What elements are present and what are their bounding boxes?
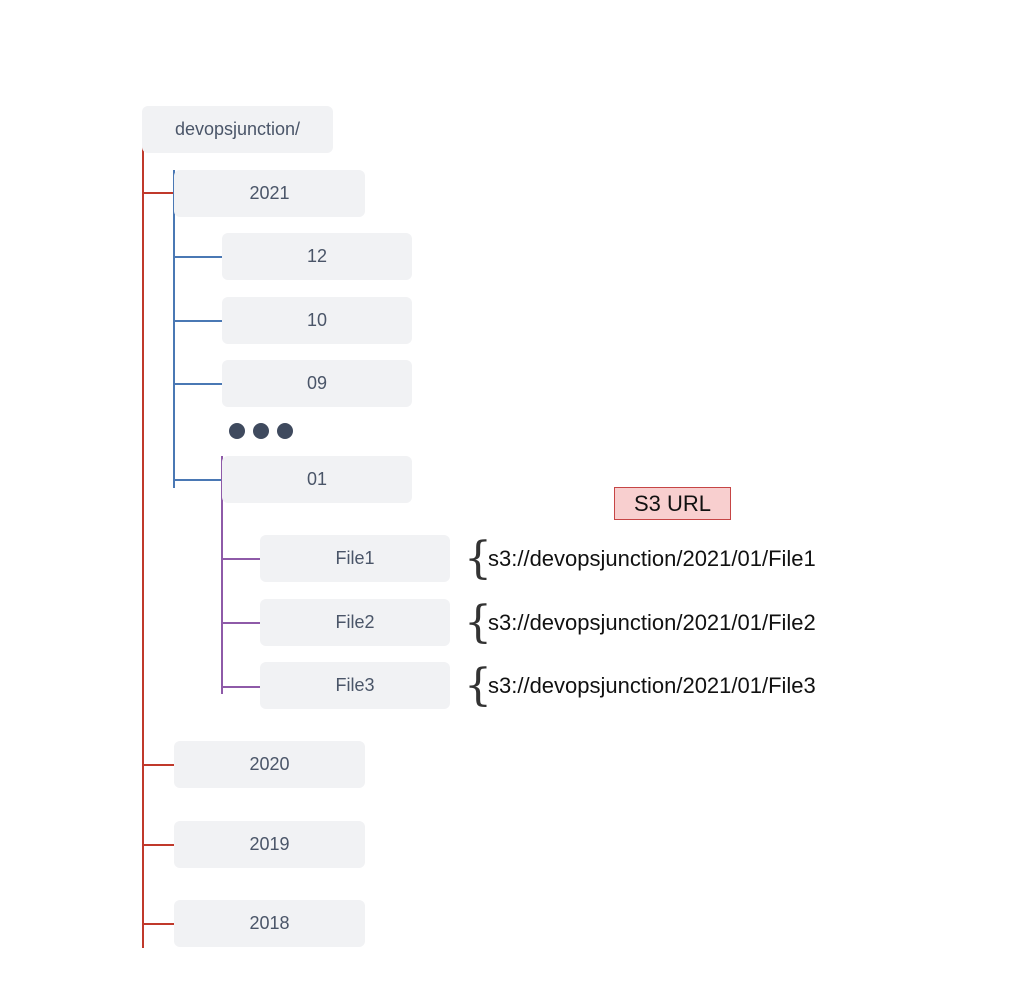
s3-url-2: s3://devopsjunction/2021/01/File2 xyxy=(488,610,816,635)
folder-label-2020: 2020 xyxy=(249,754,290,774)
ellipsis-dot xyxy=(253,423,269,439)
folder-label-2018: 2018 xyxy=(249,913,290,933)
connector-01 xyxy=(173,479,222,481)
file-node-3: File3 xyxy=(260,662,450,709)
brace-icon: { xyxy=(464,597,492,648)
connector-12 xyxy=(173,256,222,258)
s3-url-legend: S3 URL xyxy=(614,487,731,520)
file-label-1: File1 xyxy=(335,548,375,568)
ellipsis-dot xyxy=(229,423,245,439)
s3-url-1: s3://devopsjunction/2021/01/File1 xyxy=(488,546,816,571)
folder-node-09: 09 xyxy=(222,360,412,407)
connector-2018 xyxy=(142,923,174,925)
folder-node-12: 12 xyxy=(222,233,412,280)
s3-url-3: s3://devopsjunction/2021/01/File3 xyxy=(488,673,816,698)
folder-label-09: 09 xyxy=(306,373,328,393)
root-connector-trunk xyxy=(142,118,144,948)
folder-node-2019: 2019 xyxy=(174,821,365,868)
root-bucket-node: devopsjunction/ xyxy=(142,106,333,153)
folder-node-2018: 2018 xyxy=(174,900,365,947)
folder-label-2019: 2019 xyxy=(249,834,290,854)
file-label-3: File3 xyxy=(335,675,375,695)
connector-2021 xyxy=(142,192,174,194)
month-01-connector-trunk xyxy=(221,456,223,694)
folder-label-10: 10 xyxy=(306,310,328,330)
year-2021-connector-trunk xyxy=(173,170,175,488)
brace-icon: { xyxy=(464,660,492,711)
connector-2020 xyxy=(142,764,174,766)
connector-10 xyxy=(173,320,222,322)
folder-node-01: 01 xyxy=(222,456,412,503)
file-node-1: File1 xyxy=(260,535,450,582)
connector-file3 xyxy=(221,686,261,688)
connector-2019 xyxy=(142,844,174,846)
root-bucket-label: devopsjunction/ xyxy=(174,119,301,139)
folder-label-2021: 2021 xyxy=(249,183,290,203)
folder-label-12: 12 xyxy=(306,246,328,266)
ellipsis-dot xyxy=(277,423,293,439)
folder-node-10: 10 xyxy=(222,297,412,344)
s3-url-legend-label: S3 URL xyxy=(633,490,712,516)
connector-09 xyxy=(173,383,222,385)
file-node-2: File2 xyxy=(260,599,450,646)
brace-icon: { xyxy=(464,533,492,584)
connector-file1 xyxy=(221,558,261,560)
connector-file2 xyxy=(221,622,261,624)
folder-node-2021: 2021 xyxy=(174,170,365,217)
file-label-2: File2 xyxy=(335,612,375,632)
folder-node-2020: 2020 xyxy=(174,741,365,788)
folder-label-01: 01 xyxy=(306,469,328,489)
